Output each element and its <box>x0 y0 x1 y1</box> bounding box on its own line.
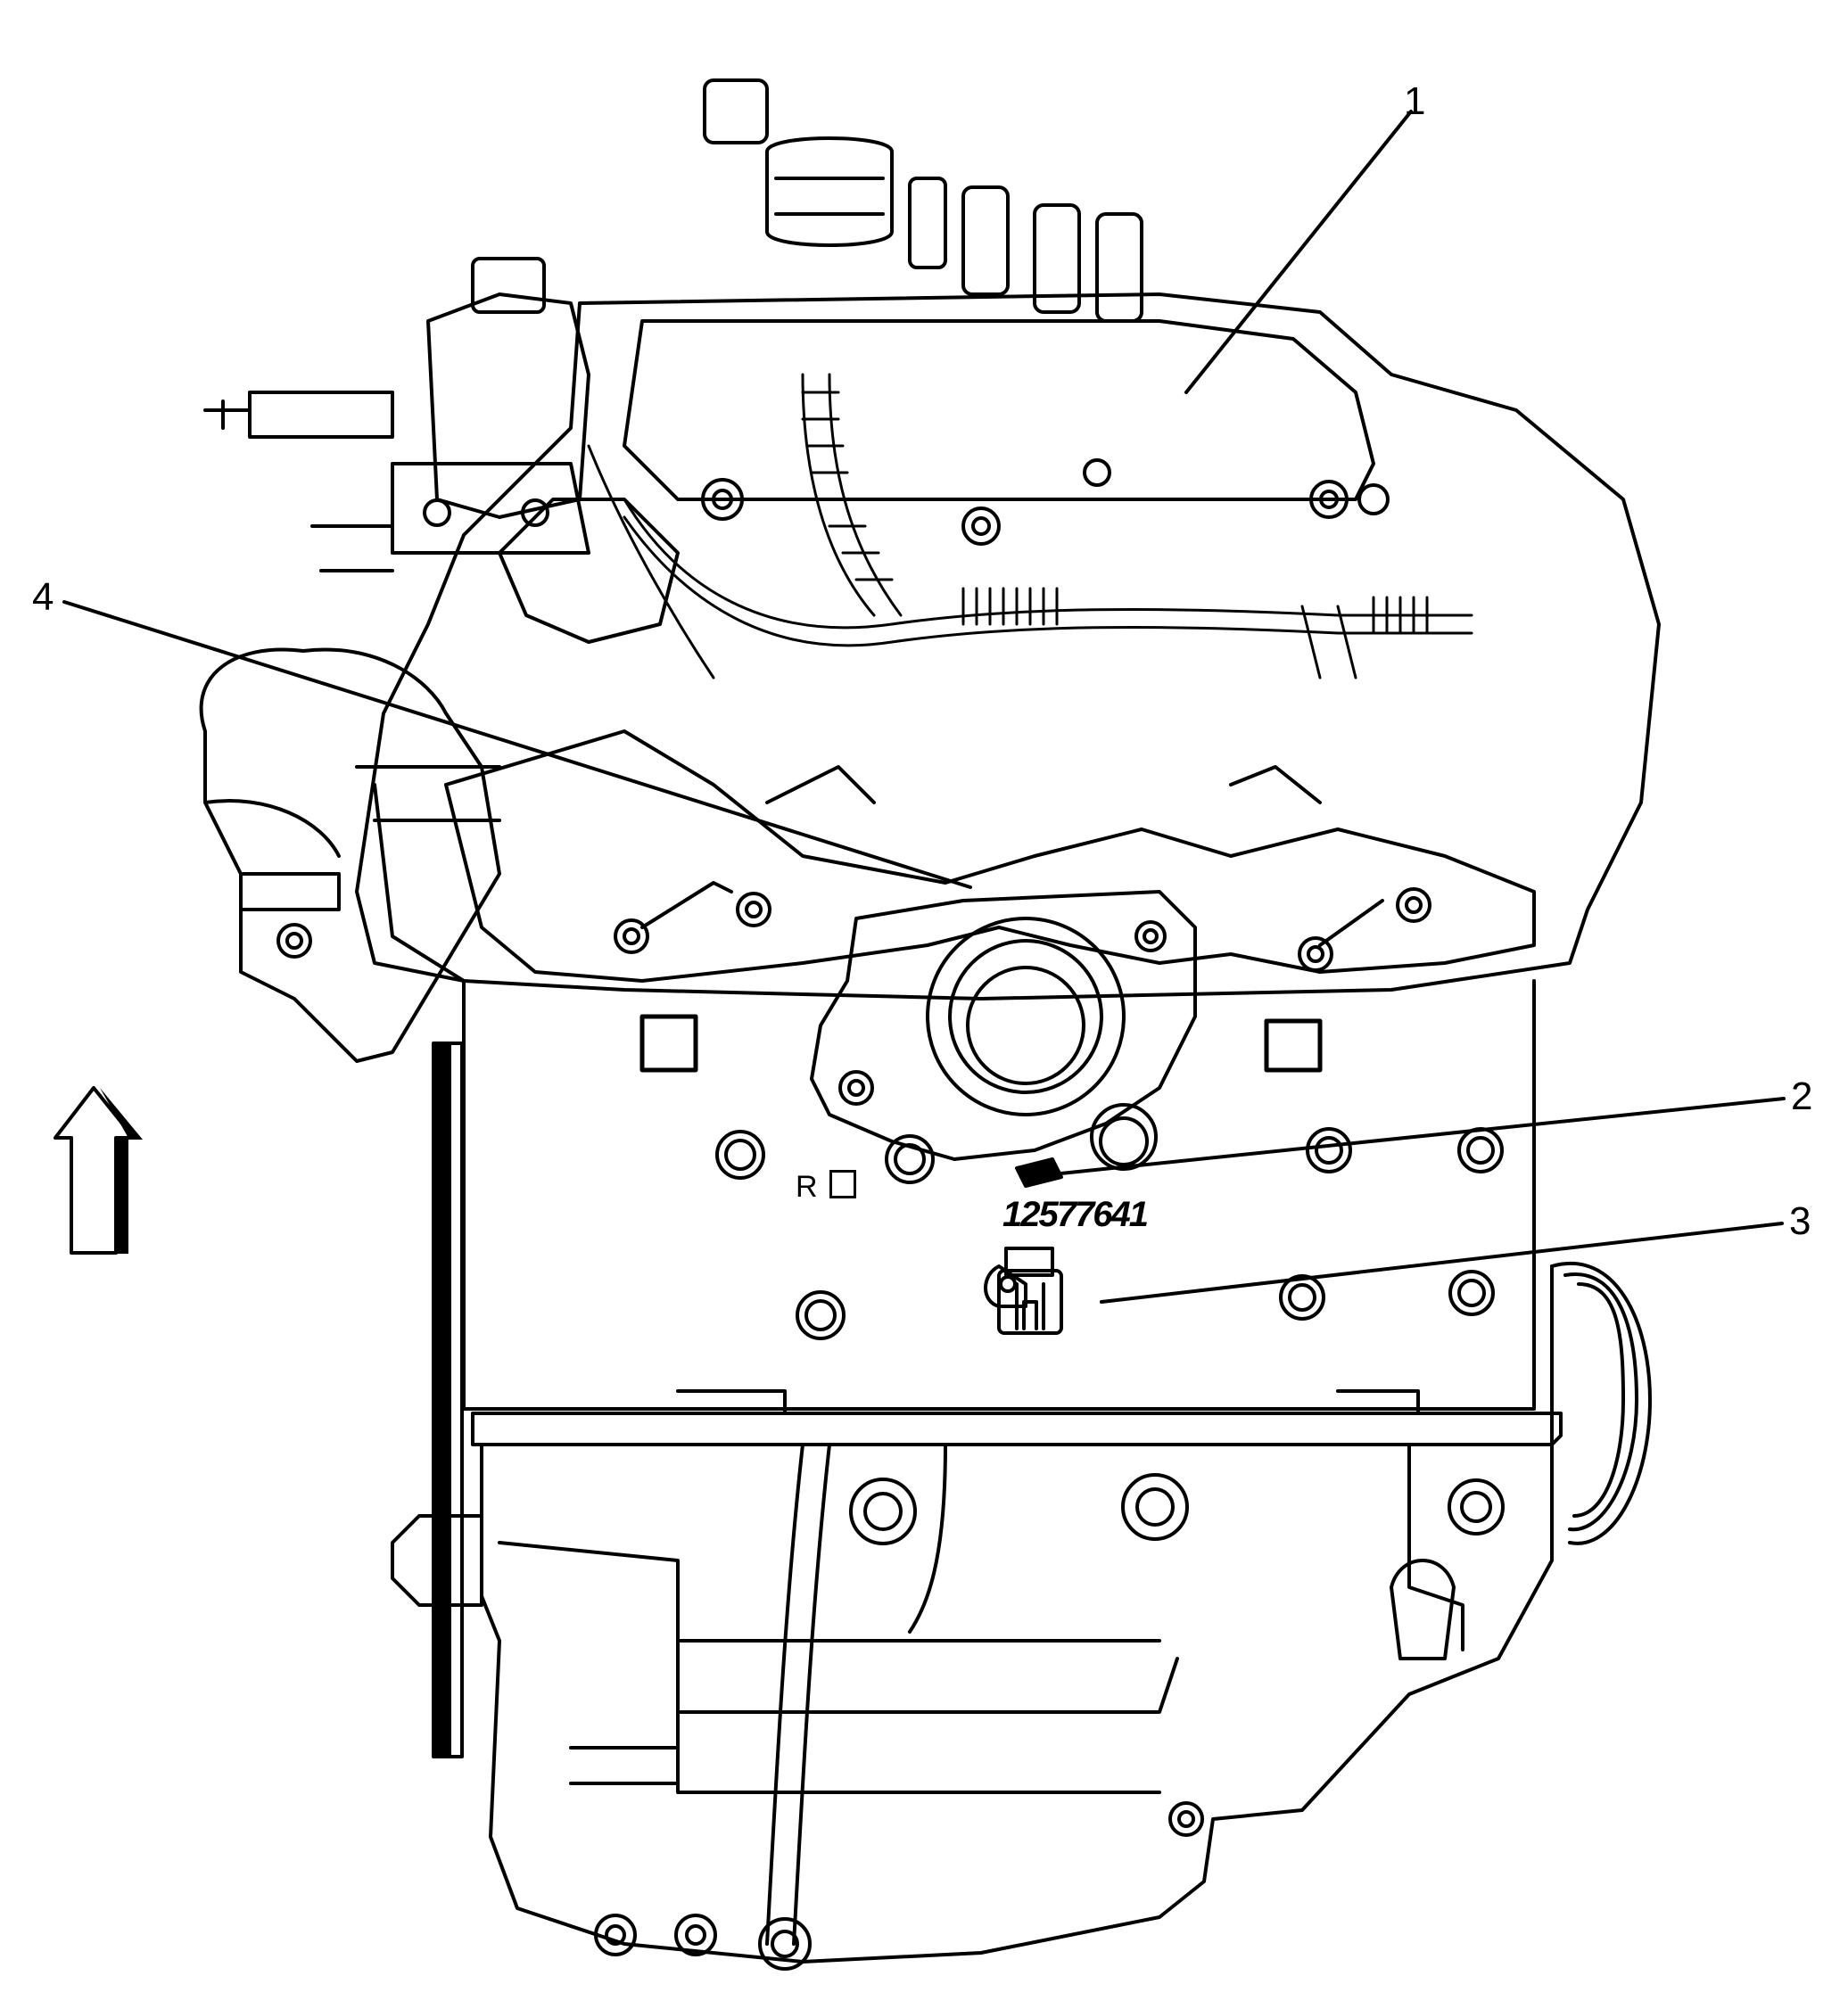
leader-line-1 <box>1184 110 1413 394</box>
callout-label-3: 3 <box>1789 1199 1811 1243</box>
engine-block <box>462 979 1536 1411</box>
intake-manifold-assembly <box>355 78 1661 1000</box>
exhaust-outlet-flange <box>810 890 1197 1161</box>
oil-pan <box>391 1389 1563 1971</box>
crankshaft-pulley <box>1550 1262 1652 1545</box>
sensor-connector <box>1015 1157 1063 1188</box>
throttle-and-sensor <box>203 257 590 572</box>
leader-lines <box>62 110 1786 1304</box>
wiring-harness <box>587 373 1473 679</box>
callout-label-1: 1 <box>1404 79 1426 123</box>
knock-sensor <box>984 1247 1063 1335</box>
block-bolt-holes <box>715 1103 1504 1340</box>
casting-mark-box <box>829 1170 857 1198</box>
leader-line-4 <box>62 600 972 889</box>
up-arrow-icon <box>54 1086 143 1255</box>
leader-line-3 <box>1100 1222 1784 1304</box>
exhaust-manifold-right <box>444 729 1536 983</box>
oil-pan-bolts <box>594 1473 1505 1971</box>
flywheel-ring-gear <box>432 1042 464 1758</box>
callout-label-4: 4 <box>32 575 54 619</box>
casting-mark: R <box>796 1170 857 1205</box>
exhaust-manifold-left <box>199 647 501 1063</box>
part-number-stamp: 12577641 <box>1002 1195 1149 1234</box>
callout-label-2: 2 <box>1791 1074 1813 1118</box>
leader-line-2 <box>1042 1097 1786 1177</box>
casting-mark-letter: R <box>796 1170 818 1204</box>
